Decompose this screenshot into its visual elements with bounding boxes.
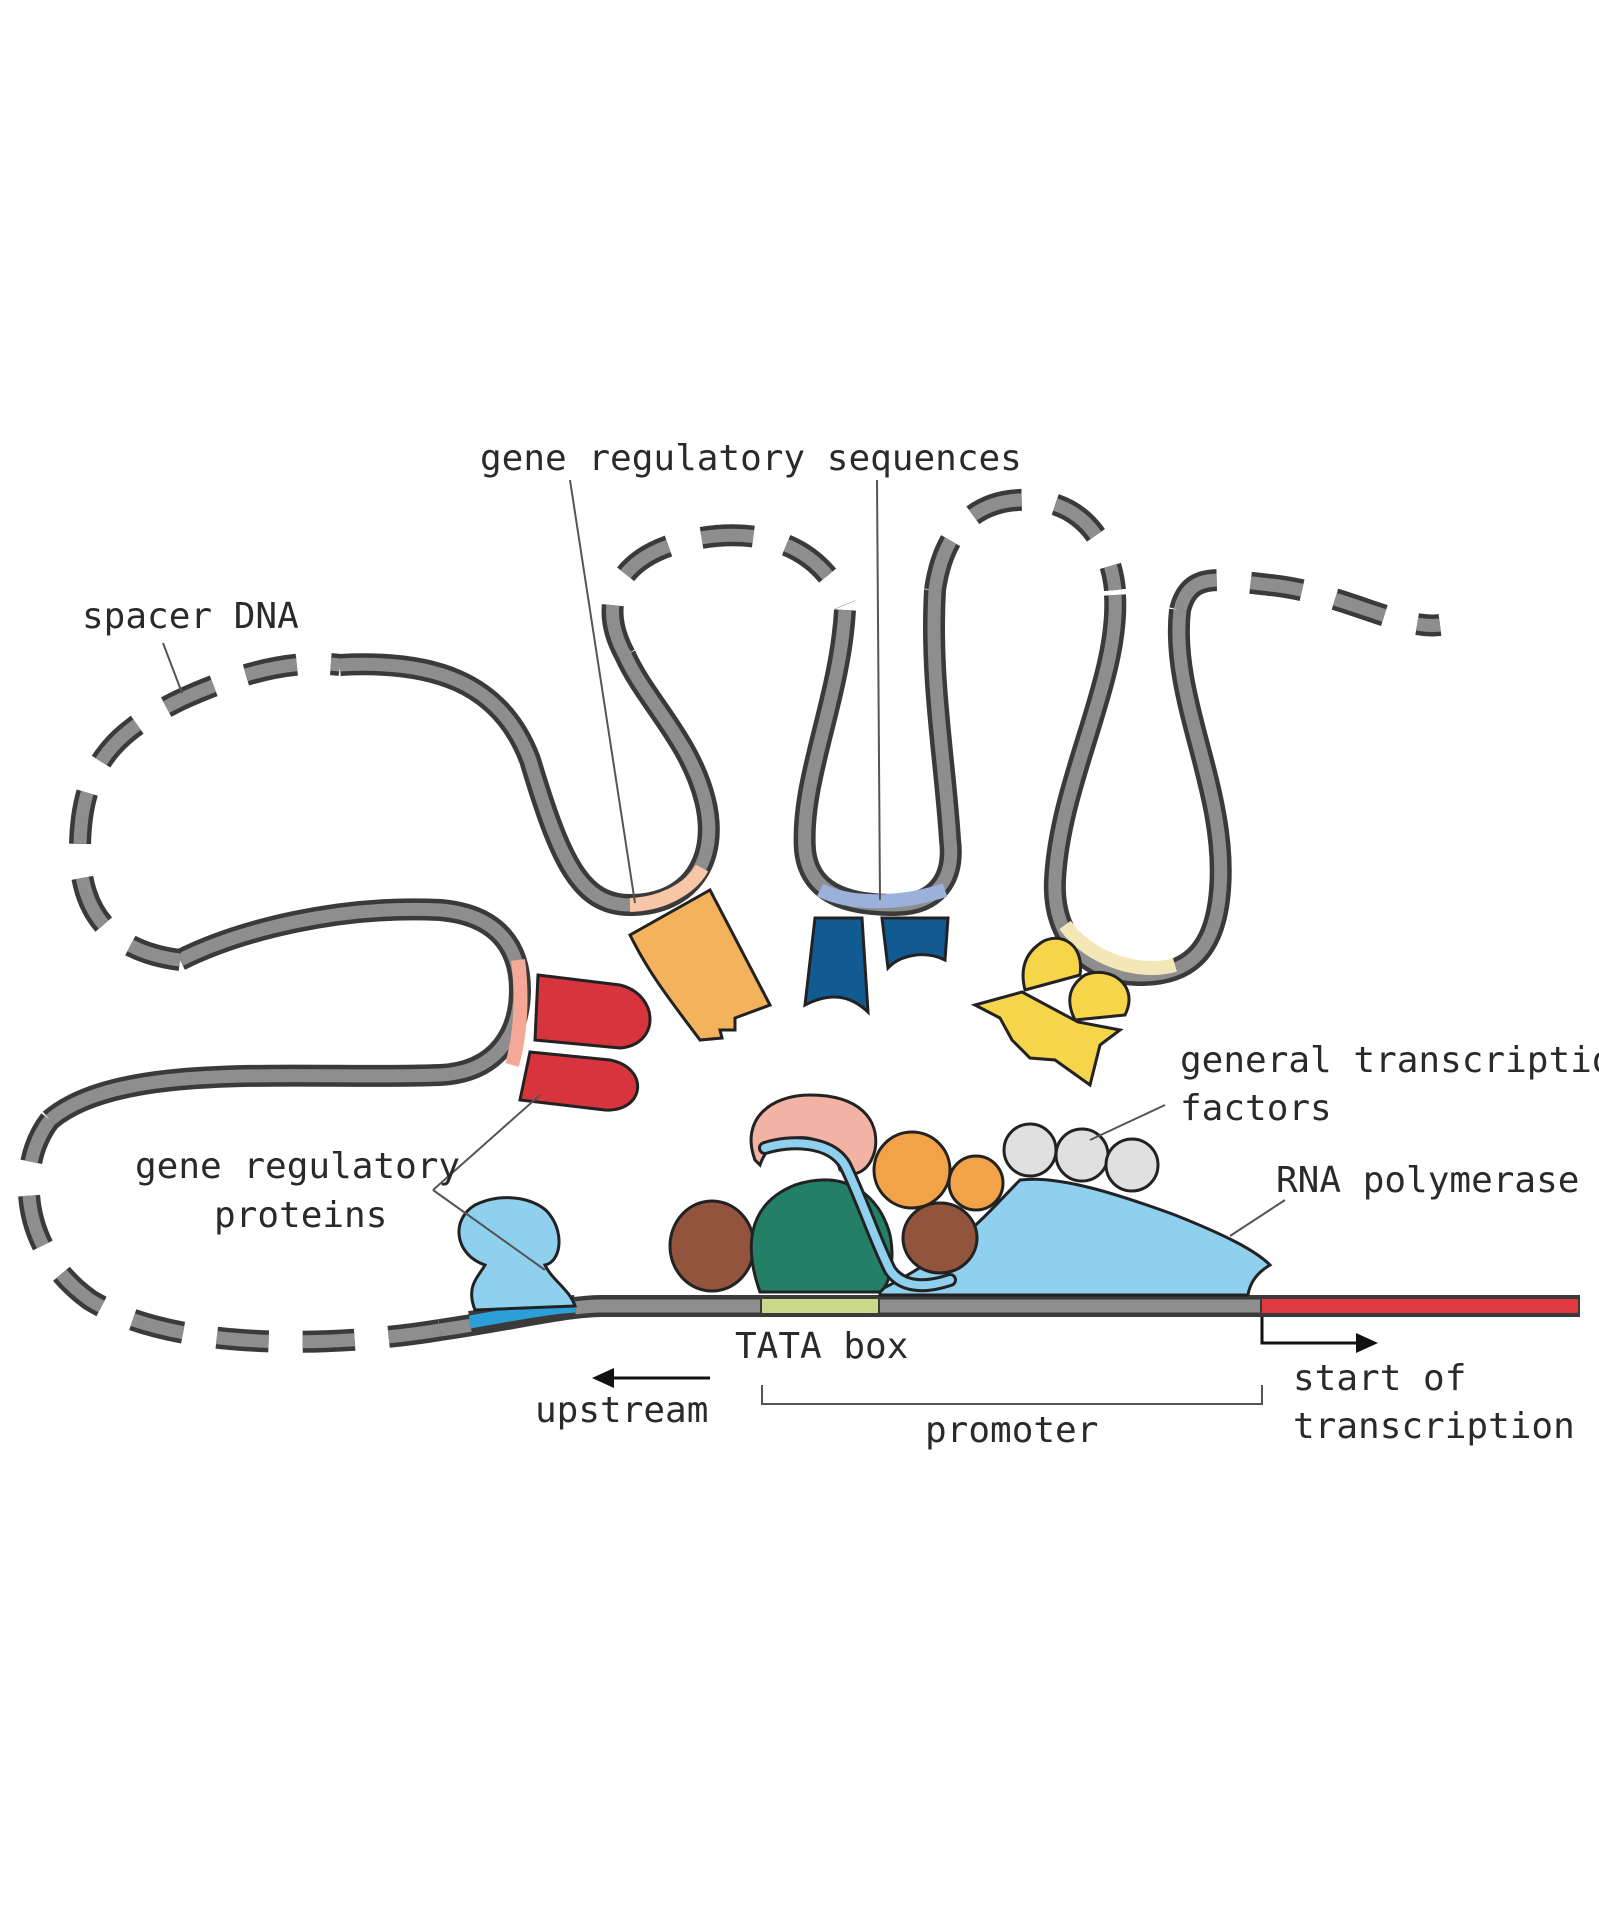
transcribed-region <box>1262 1299 1578 1313</box>
regulatory-protein-yellow <box>970 936 1131 1088</box>
upstream-label: upstream <box>535 1390 708 1431</box>
factor-brown-right <box>901 1201 979 1275</box>
rna-polymerase-label: RNA polymerase <box>1276 1160 1579 1201</box>
regulatory-protein-red <box>518 973 652 1112</box>
factor-brown-left <box>668 1199 756 1293</box>
tata-box-label: TATA box <box>735 1326 908 1367</box>
start-of-transcription-label-1: start of <box>1293 1358 1466 1399</box>
tata-box-segment <box>762 1299 878 1313</box>
factor-grey-1 <box>1002 1122 1058 1178</box>
gene-regulatory-proteins-label-2: proteins <box>214 1195 387 1236</box>
start-of-transcription-label-2: transcription <box>1293 1406 1575 1447</box>
factor-orange-large <box>872 1130 952 1210</box>
regulatory-sequence-orange <box>629 864 709 912</box>
regulatory-sequence-navy <box>816 883 948 909</box>
factor-grey-2 <box>1054 1127 1110 1183</box>
promoter-dna <box>438 1295 1580 1341</box>
regulatory-protein-navy <box>803 916 950 1016</box>
rna-polymerase-shape <box>878 1177 1273 1297</box>
regulatory-protein-blue <box>457 1196 578 1312</box>
gene-regulatory-sequences-label: gene regulatory sequences <box>480 438 1022 479</box>
general-transcription-factors-label-2: factors <box>1180 1088 1332 1129</box>
regulatory-sequence-yellow <box>1059 920 1177 975</box>
spacer-dna-label: spacer DNA <box>82 596 299 637</box>
factor-orange-small <box>947 1154 1005 1212</box>
factor-grey-3 <box>1104 1137 1160 1193</box>
upstream-arrow <box>592 1368 710 1388</box>
leader-lines <box>162 479 1286 1405</box>
transcription-start-arrow <box>1260 1317 1378 1353</box>
promoter-label: promoter <box>925 1410 1098 1451</box>
factor-salmon <box>749 1093 878 1176</box>
regulatory-protein-orange <box>628 887 773 1042</box>
regulatory-sequence-red <box>505 959 528 1067</box>
general-transcription-factors-label-1: general transcription <box>1180 1040 1599 1081</box>
gene-regulatory-proteins-label-1: gene regulatory <box>135 1146 460 1187</box>
transcription-complex <box>668 1093 1273 1297</box>
